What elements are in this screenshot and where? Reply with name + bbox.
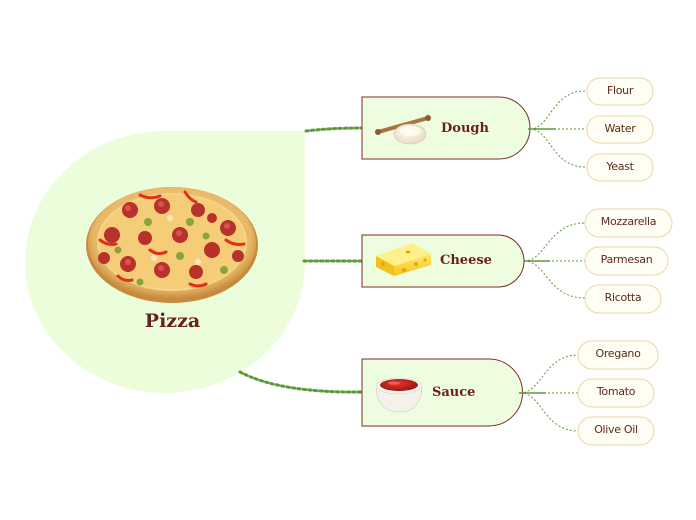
leaf-node-mozzarella[interactable]	[584, 208, 673, 238]
leaf-node-flour[interactable]	[586, 77, 654, 106]
connector-root-dough	[304, 126, 364, 133]
leaf-node-yeast[interactable]	[586, 153, 654, 182]
root-label: Pizza	[144, 310, 201, 332]
connector-cheese-mozzarella	[523, 222, 586, 262]
branch-label-dough: Dough	[441, 121, 489, 136]
cheese-wedge-icon	[376, 243, 431, 276]
pizza-icon	[86, 187, 258, 303]
connector-root-sauce	[238, 370, 364, 394]
leaf-label-flour: Flour	[606, 84, 634, 97]
connector-dough-yeast	[529, 128, 586, 168]
branch-node-sauce[interactable]	[361, 358, 523, 427]
branch-node-dough[interactable]	[361, 96, 531, 160]
branch-label-cheese: Cheese	[440, 253, 492, 268]
connector-sauce-oliveoil	[519, 392, 579, 432]
leaf-label-mozzarella: Mozzarella	[600, 215, 657, 228]
leaf-node-tomato[interactable]	[577, 378, 655, 408]
leaf-node-ricotta[interactable]	[584, 284, 662, 314]
leaf-label-ricotta: Ricotta	[604, 291, 642, 304]
leaf-label-yeast: Yeast	[606, 160, 634, 173]
leaf-label-tomato: Tomato	[596, 385, 636, 398]
connector-sauce-oregano	[519, 354, 579, 394]
leaf-label-oregano: Oregano	[595, 347, 641, 360]
leaf-node-oregano[interactable]	[577, 340, 659, 370]
connector-cheese-ricotta	[523, 260, 586, 299]
leaf-nodes	[577, 77, 673, 446]
leaf-label-water: Water	[604, 122, 636, 135]
branch-node-cheese[interactable]	[361, 234, 525, 288]
leaf-label-oliveoil: Olive Oil	[594, 423, 638, 436]
leaf-node-parmesan[interactable]	[584, 246, 669, 276]
leaf-label-parmesan: Parmesan	[600, 253, 653, 266]
leaf-node-oliveoil[interactable]	[577, 416, 655, 446]
leaf-node-water[interactable]	[586, 115, 654, 144]
root-connectors	[238, 126, 364, 394]
dough-rolling-pin-icon	[375, 115, 431, 145]
branch-label-sauce: Sauce	[432, 385, 476, 400]
connector-dough-flour	[529, 90, 586, 130]
tomato-sauce-bowl-icon	[375, 377, 423, 413]
